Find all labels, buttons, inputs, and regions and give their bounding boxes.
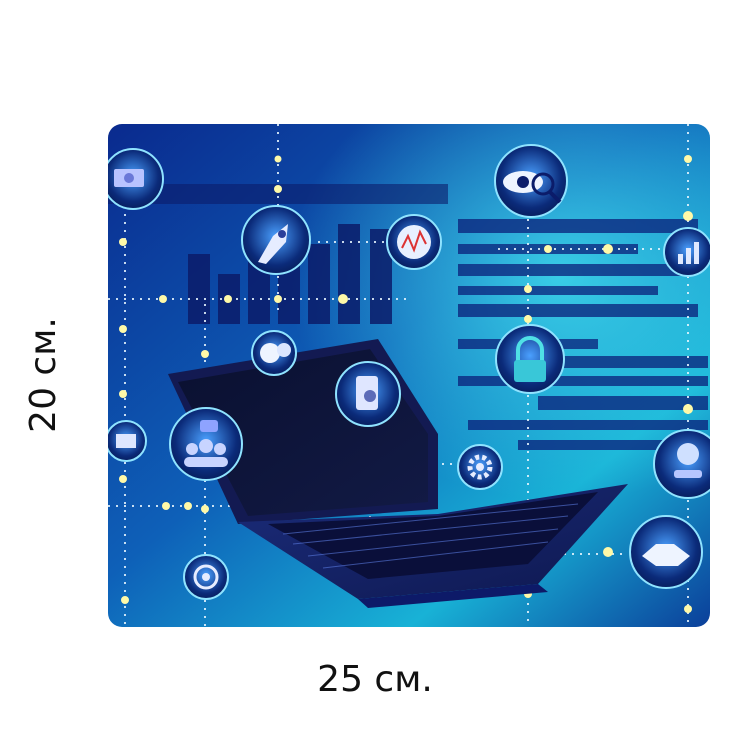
gear-icon	[457, 444, 503, 490]
handshake-icon	[629, 515, 703, 589]
clock-icon	[251, 330, 297, 376]
people-chat-icon	[169, 407, 243, 481]
rocket-icon	[241, 205, 311, 275]
coins-icon	[653, 429, 710, 499]
presentation-icon	[108, 420, 147, 462]
target-icon	[183, 554, 229, 600]
width-dimension-label: 25 см.	[317, 659, 433, 700]
money-icon	[108, 148, 164, 210]
growth-chart-icon	[663, 227, 710, 277]
padlock-icon	[495, 324, 565, 394]
height-dimension-label: 20 см.	[23, 317, 64, 433]
eye-search-icon	[494, 144, 568, 218]
mousepad-image	[108, 124, 710, 627]
analytics-icon	[386, 214, 442, 270]
touch-phone-icon	[335, 361, 401, 427]
